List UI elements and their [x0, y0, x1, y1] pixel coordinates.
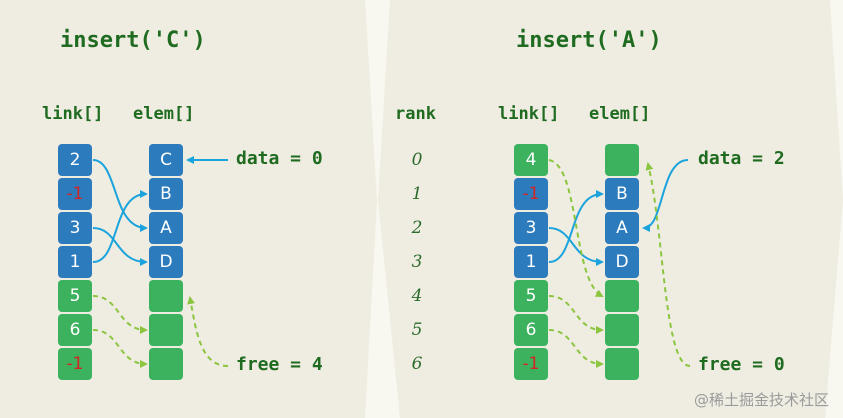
rank-label-3: 3 [411, 252, 423, 272]
rank-label-6: 6 [411, 354, 423, 374]
right-elem-header: elem[] [589, 104, 651, 124]
rank-label-1: 1 [411, 184, 423, 204]
right-link-cell-4: 5 [514, 280, 548, 312]
left-elem-cell-6 [149, 348, 183, 380]
right-link-cell-2: 3 [514, 212, 548, 244]
right-elem-cell-2: A [605, 212, 639, 244]
right-elem-cell-4 [605, 280, 639, 312]
left-link-cell-1: -1 [58, 178, 92, 210]
left-elem-cell-5 [149, 314, 183, 346]
left-link-cell-4: 5 [58, 280, 92, 312]
left-link-cell-3: 1 [58, 246, 92, 278]
left-link-cell-0: 2 [58, 144, 92, 176]
right-link-cell-0: 4 [514, 144, 548, 176]
right-panel-title: insert('A') [516, 28, 662, 53]
rank-header: rank [395, 104, 436, 124]
rank-label-2: 2 [411, 218, 423, 238]
left-elem-cell-1: B [149, 178, 183, 210]
left-free-pointer [187, 296, 229, 367]
right-link-header: link[] [498, 104, 560, 124]
left-data-label: data = 0 [236, 148, 323, 169]
right-elem-cell-1: B [605, 178, 639, 210]
right-link-cell-1: -1 [514, 178, 548, 210]
left-link-cell-2: 3 [58, 212, 92, 244]
left-elem-cell-2: A [149, 212, 183, 244]
right-link-cell-6: -1 [514, 348, 548, 380]
right-free-arrow-4 [548, 295, 604, 334]
right-free-pointer [645, 162, 691, 367]
right-link-arrow-2 [548, 227, 604, 266]
left-link-arrow-0 [92, 159, 148, 232]
left-free-arrow-5 [92, 329, 148, 368]
divider-shape [365, 0, 400, 418]
left-elem-header: elem[] [133, 104, 195, 124]
right-link-cell-5: 6 [514, 314, 548, 346]
rank-label-4: 4 [411, 286, 423, 306]
left-elem-cell-0: C [149, 144, 183, 176]
left-elem-cell-3: D [149, 246, 183, 278]
left-free-arrow-4 [92, 295, 148, 334]
left-free-label: free = 4 [236, 354, 323, 375]
right-free-label: free = 0 [698, 354, 785, 375]
right-elem-cell-5 [605, 314, 639, 346]
right-free-arrow-0 [548, 159, 604, 297]
right-free-arrow-5 [548, 329, 604, 368]
watermark: @稀土掘金技术社区 [693, 391, 829, 409]
left-link-cell-6: -1 [58, 348, 92, 380]
rank-label-5: 5 [411, 320, 423, 340]
left-link-arrow-2 [92, 227, 148, 266]
left-elem-cell-4 [149, 280, 183, 312]
left-link-header: link[] [42, 104, 104, 124]
left-link-cell-5: 6 [58, 314, 92, 346]
left-link-arrow-3 [92, 190, 148, 263]
right-elem-cell-3: D [605, 246, 639, 278]
right-elem-cell-6 [605, 348, 639, 380]
left-panel-title: insert('C') [60, 28, 206, 53]
right-link-arrow-3 [548, 190, 604, 263]
right-link-cell-3: 1 [514, 246, 548, 278]
right-elem-cell-0 [605, 144, 639, 176]
right-data-label: data = 2 [698, 148, 785, 169]
edge-shape [825, 0, 843, 418]
rank-label-0: 0 [411, 150, 423, 170]
right-data-arrow [642, 159, 689, 232]
